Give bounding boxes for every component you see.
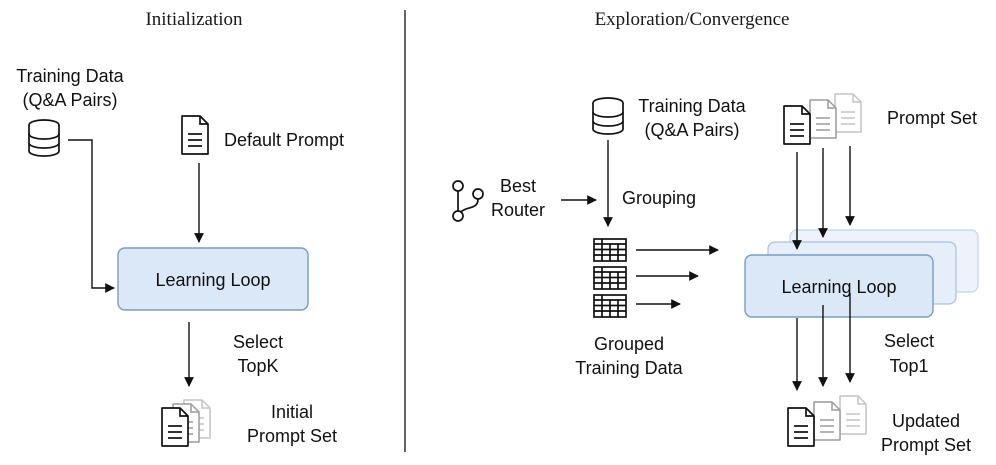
prompt-set-label: Prompt Set [887, 108, 977, 128]
document-stack-icon [783, 93, 862, 145]
left-training-data-label: Training Data [16, 66, 124, 86]
right-learning-loop-label: Learning Loop [781, 277, 896, 297]
left-learning-loop-label: Learning Loop [155, 270, 270, 290]
exploration-title: Exploration/Convergence [595, 9, 790, 30]
grouping-label: Grouping [622, 188, 696, 208]
grouped-training-data-label: Training Data [575, 358, 683, 378]
document-stack-icon [161, 399, 211, 447]
updated-prompt-set-label: Prompt Set [881, 435, 971, 455]
right-training-data-sublabel: (Q&A Pairs) [644, 120, 739, 140]
initialization-panel: Initialization Training Data (Q&A Pairs)… [16, 9, 344, 447]
topk-label: TopK [237, 356, 278, 376]
initial-prompt-set-label: Prompt Set [247, 426, 337, 446]
table-icon [593, 238, 627, 262]
initial-label: Initial [271, 402, 313, 422]
default-prompt-label: Default Prompt [224, 130, 344, 150]
updated-label: Updated [892, 411, 960, 431]
document-stack-icon [787, 395, 867, 447]
top1-label: Top1 [889, 356, 928, 376]
database-icon [592, 97, 624, 135]
left-training-data-sublabel: (Q&A Pairs) [22, 90, 117, 110]
document-icon [181, 115, 209, 155]
exploration-panel: Exploration/Convergence Training Data (Q… [452, 9, 979, 455]
table-icon [593, 266, 627, 290]
database-icon [28, 119, 60, 157]
initialization-title: Initialization [145, 9, 243, 30]
router-label: Router [491, 200, 545, 220]
training-to-loop-arrow [68, 139, 115, 293]
select-label: Select [233, 332, 283, 352]
right-learning-loop-box [744, 254, 934, 318]
grouped-label: Grouped [594, 334, 664, 354]
git-branch-icon [452, 180, 484, 222]
best-label: Best [500, 176, 536, 196]
left-learning-loop-box [117, 247, 309, 311]
select-label: Select [884, 331, 934, 351]
right-training-data-label: Training Data [638, 96, 746, 116]
table-icon [593, 294, 627, 318]
